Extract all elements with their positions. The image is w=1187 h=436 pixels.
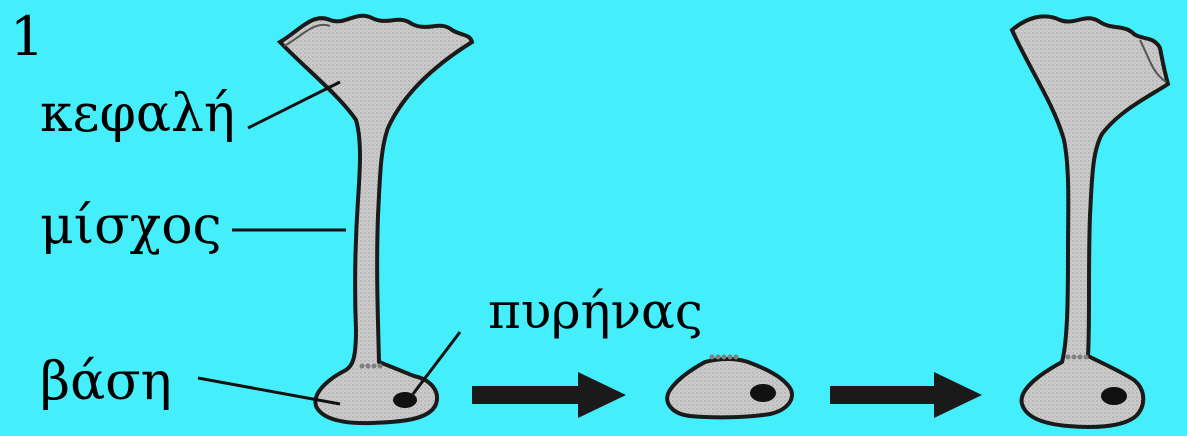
label-nucleus: πυρήνας <box>488 286 703 336</box>
cell-1-nucleus <box>393 392 417 408</box>
label-head: κεφαλή <box>40 88 235 140</box>
cell-2-nucleus <box>750 384 776 402</box>
arrow-2 <box>830 372 982 418</box>
cell-3-nucleus <box>1101 387 1127 405</box>
cell-1-body <box>280 16 472 423</box>
cell-3 <box>1012 16 1168 427</box>
label-base: βάση <box>40 356 172 408</box>
cell-2 <box>667 355 792 418</box>
cell-1 <box>280 16 472 423</box>
figure-number: 1 <box>10 10 44 64</box>
nucleus-leader-line <box>413 332 460 394</box>
arrow-1 <box>472 372 626 418</box>
head-leader-line <box>248 82 340 128</box>
cell-3-body <box>1012 16 1168 427</box>
label-stalk: μίσχος <box>40 200 222 252</box>
